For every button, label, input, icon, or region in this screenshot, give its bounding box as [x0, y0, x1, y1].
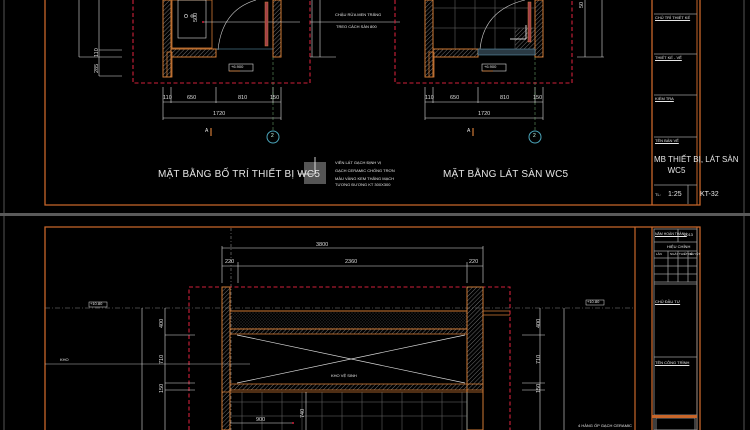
dim-810-r: 810	[500, 95, 510, 101]
tb-drawing-title-line1: MB THIẾT BỊ, LÁT SÀN	[654, 155, 739, 164]
dim-150: 150	[270, 95, 280, 101]
legend-line4: TƯƠNG ĐƯƠNG KT 300X300	[335, 182, 391, 187]
level-marker-bottom-right: +10.80	[587, 299, 600, 304]
tb-rev-col-lan: LẦN	[656, 252, 662, 256]
section-mark-a-right: A	[467, 128, 471, 134]
dim-150-r: 150	[533, 95, 543, 101]
tb-sheet-number: KT-32	[700, 191, 719, 198]
legend-line2: GẠCH CERAMIC CHỐNG TRƠN	[335, 168, 395, 173]
dim-2360: 2360	[345, 259, 358, 265]
dim-220-left: 220	[225, 259, 235, 265]
note-ceramic-rows: 4 HÀNG ỐP GẠCH CERAMIC	[578, 423, 632, 428]
tb-field-drawing-name: TÊN BẢN VẼ	[655, 138, 679, 143]
tb-scale: 1:25	[668, 191, 682, 198]
dim-total-1720-r: 1720	[478, 111, 491, 117]
dim-110: 110	[163, 95, 172, 101]
dim-900: 900	[256, 417, 266, 423]
bottom-sheet	[44, 226, 701, 430]
dim-810: 810	[238, 95, 248, 101]
tb-rev-col-ngay: NGÀY	[670, 252, 679, 256]
dim-710-left: 710	[159, 354, 165, 364]
grid-bubble-right: 2	[533, 133, 536, 139]
tb-scale-label: TL:	[655, 192, 661, 197]
tb-field-project: TÊN CÔNG TRÌNH	[655, 360, 690, 365]
tb-rev-col-thietke: THIẾT KẾ	[679, 252, 693, 256]
dim-150-right: 150	[536, 383, 542, 393]
dim-110-r: 110	[425, 95, 434, 101]
title-plan-floor-tiling: MẶT BẰNG LÁT SÀN WC5	[443, 169, 569, 180]
tb-field-checker: KIỂM TRA	[655, 96, 674, 101]
dim-right-50: 50	[579, 1, 585, 8]
dim-left-110: 110	[94, 48, 100, 57]
dim-150-left: 150	[159, 383, 165, 393]
room-label-kho-ve-sinh: KHO VỆ SINH	[331, 373, 357, 378]
tb-field-designer: THIẾT KẾ - VẼ	[655, 55, 682, 60]
sheet-divider	[0, 213, 750, 216]
dim-total-1720: 1720	[213, 111, 226, 117]
dim-basin: 500	[193, 12, 199, 22]
dim-3800: 3800	[316, 242, 329, 248]
dim-220-right: 220	[469, 259, 479, 265]
level-marker-right: +6.900	[484, 64, 497, 69]
dim-710-right: 710	[536, 354, 542, 364]
legend-line3: MÀU VÀNG KEM THẲNG MẠCH	[335, 176, 395, 181]
title-plan-equipment: MẶT BẰNG BỐ TRÍ THIẾT BỊ WC5	[158, 169, 321, 180]
tb-field-owner: CHỦ ĐẦU TƯ	[655, 299, 681, 304]
tb-field-chief-designer: CHỦ TRÌ THIẾT KẾ	[655, 15, 691, 20]
basin-note-line2: TREO CÁCH SÀN 800	[336, 24, 377, 29]
dim-650: 650	[187, 95, 197, 101]
tb-revision-header: HIỆU CHỈNH	[667, 244, 691, 249]
dim-400-left: 400	[159, 318, 165, 328]
level-marker-bottom-left: +10.80	[90, 301, 103, 306]
room-label-kho: KHO	[60, 357, 69, 362]
basin-note-line1: CHẬU RỬA MEN TRẮNG	[335, 12, 382, 17]
dim-740: 740	[300, 408, 306, 418]
legend-line1: VIÊN LÁT GẠCH ĐỊNH VỊ	[335, 160, 382, 165]
dim-650-r: 650	[450, 95, 460, 101]
grid-bubble-left: 2	[271, 133, 274, 139]
tb-year-label: NĂM HOÀN THÀNH	[655, 232, 687, 236]
tb-drawing-title-line2: WC5	[667, 166, 686, 175]
tb-year: 2013	[684, 232, 693, 237]
level-marker-left: +6.900	[231, 64, 244, 69]
top-sheet	[44, 0, 701, 206]
dim-left-285: 285	[94, 63, 100, 73]
section-mark-a-left: A	[205, 128, 209, 134]
dim-400-right: 400	[536, 318, 542, 328]
tb-rev-col-duyet: DUYỆT	[690, 252, 701, 256]
